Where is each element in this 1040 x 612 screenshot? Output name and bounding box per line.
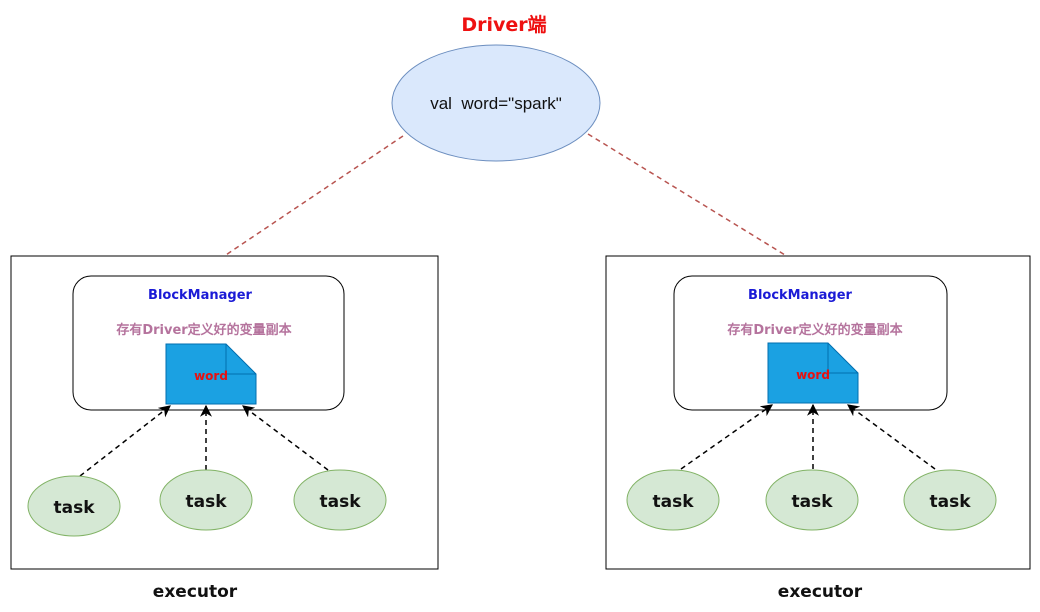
task-1-1-arrow: [79, 405, 171, 477]
task-2-3-ellipse: [903, 469, 997, 531]
word-document-1-icon: [165, 343, 257, 405]
word-document-2-icon: [767, 342, 859, 404]
word-document-2-label: word: [796, 368, 830, 382]
task-2-3-arrow: [847, 404, 936, 470]
word-document-1-fold: [225, 344, 256, 375]
task-1-1-label: task: [53, 498, 95, 518]
word-document-2-fold: [827, 343, 858, 374]
executor-1: BlockManager 存有Driver定义好的变量副本 word task …: [10, 255, 439, 602]
driver-to-executor-1-arrow: [198, 135, 404, 274]
task-1-1-ellipse: [27, 475, 121, 537]
driver-title: Driver端: [461, 13, 546, 36]
block-manager-2-title: BlockManager: [748, 288, 853, 303]
task-1-2-ellipse: [159, 469, 253, 531]
block-manager-1-copy-note: 存有Driver定义好的变量副本: [116, 322, 291, 338]
task-1-2-label: task: [185, 492, 227, 512]
task-1-3-ellipse: [293, 469, 387, 531]
driver-to-executor-2-arrow: [587, 133, 818, 275]
word-document-1-label: word: [194, 369, 228, 383]
task-2-2-ellipse: [765, 469, 859, 531]
task-1-3-label: task: [319, 492, 361, 512]
task-2-1-label: task: [652, 492, 694, 512]
executor-1-label: executor: [153, 582, 238, 602]
task-2-1-ellipse: [626, 469, 720, 531]
driver-variable: val word="spark": [430, 94, 562, 113]
executor-2: BlockManager 存有Driver定义好的变量副本 word task …: [605, 255, 1031, 602]
task-2-2-label: task: [791, 492, 833, 512]
driver-ellipse: [391, 44, 601, 162]
executor-2-label: executor: [778, 582, 863, 602]
block-manager-2-copy-note: 存有Driver定义好的变量副本: [727, 322, 902, 338]
task-2-3-label: task: [929, 492, 971, 512]
block-manager-1-title: BlockManager: [148, 288, 253, 303]
task-2-1-arrow: [680, 404, 773, 470]
